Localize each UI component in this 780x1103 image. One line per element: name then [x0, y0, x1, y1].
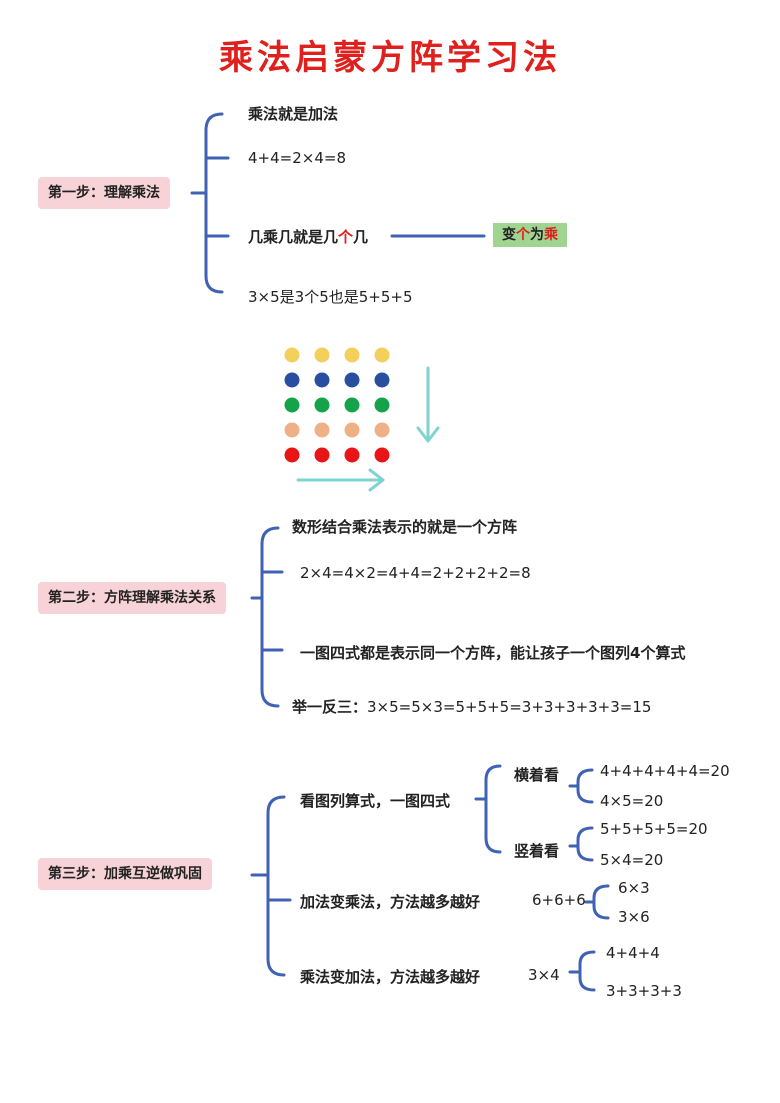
step2-last-label: 举一反三：	[292, 698, 368, 716]
dot-r4-c3	[344, 422, 360, 438]
tag-mid1: 个	[516, 227, 530, 243]
rule-post: 几	[353, 228, 369, 246]
step2-label: 第二步：方阵理解乘法关系	[38, 582, 226, 614]
dot-r1-c4	[374, 347, 390, 363]
branch3-item-1: 4+4+4	[606, 944, 660, 962]
page-title: 乘法启蒙方阵学习法	[219, 38, 561, 78]
rule-pre: 几乘几就是几	[248, 228, 339, 246]
horizontal-item-2: 4×5=20	[600, 792, 664, 810]
step2-bracket	[260, 526, 280, 708]
dot-r3-c2	[314, 397, 330, 413]
dot-r2-c2	[314, 372, 330, 388]
step3-bracket	[266, 795, 286, 977]
dot-r5-c4	[374, 447, 390, 463]
tag-pre: 变	[502, 227, 516, 243]
branch1-bracket	[484, 764, 502, 854]
dot-r3-c3	[344, 397, 360, 413]
step2-item-3: 一图四式都是表示同一个方阵，能让孩子一个图列4个算式	[300, 644, 686, 662]
tag-mid2: 乘	[544, 227, 558, 243]
step2-item-2: 2×4=4×2=4+4=2+2+2+2=8	[300, 564, 531, 582]
dot-r1-c3	[344, 347, 360, 363]
step1-item-2: 4+4=2×4=8	[248, 149, 346, 167]
dot-r2-c3	[344, 372, 360, 388]
dot-r2-c1	[284, 372, 300, 388]
tag-box: 变个为乘	[493, 223, 567, 247]
rule-mid: 个	[338, 228, 354, 246]
branch3-label: 乘法变加法，方法越多越好	[300, 968, 481, 986]
step3-label: 第三步：加乘互逆做巩固	[38, 858, 212, 890]
branch2-expr: 6+6+6	[532, 891, 586, 909]
branch3-expr: 3×4	[528, 966, 560, 984]
branch2-label: 加法变乘法，方法越多越好	[300, 893, 481, 911]
dot-r5-c2	[314, 447, 330, 463]
step2-last-formula: 3×5=5×3=5+5+5=3+3+3+3+3=15	[367, 698, 652, 716]
vertical-item-2: 5×4=20	[600, 851, 664, 869]
step2-item-1: 数形结合乘法表示的就是一个方阵	[292, 518, 518, 536]
dot-r3-c1	[284, 397, 300, 413]
dot-r4-c1	[284, 422, 300, 438]
dot-r3-c4	[374, 397, 390, 413]
horizontal-item-1: 4+4+4+4+4=20	[600, 762, 730, 780]
dot-r2-c4	[374, 372, 390, 388]
step1-item-3: 3×5是3个5也是5+5+5	[248, 288, 413, 306]
tag-post: 为	[530, 227, 544, 243]
branch3-item-2: 3+3+3+3	[606, 982, 682, 1000]
branch2-item-1: 6×3	[618, 879, 650, 897]
horizontal-label: 横着看	[514, 766, 560, 784]
dot-r5-c1	[284, 447, 300, 463]
vertical-label: 竖着看	[514, 842, 560, 860]
step2-item-4: 举一反三：3×5=5×3=5+5+5=3+3+3+3+3=15	[292, 696, 651, 717]
step1-bracket	[204, 112, 224, 294]
vertical-item-1: 5+5+5+5=20	[600, 820, 708, 838]
dot-r1-c1	[284, 347, 300, 363]
step1-label: 第一步：理解乘法	[38, 177, 170, 209]
dot-r5-c3	[344, 447, 360, 463]
step1-rule: 几乘几就是几个几	[248, 226, 368, 247]
dot-r4-c4	[374, 422, 390, 438]
dot-grid	[284, 347, 390, 463]
branch2-item-2: 3×6	[618, 908, 650, 926]
step1-item-1: 乘法就是加法	[248, 105, 339, 123]
dot-r1-c2	[314, 347, 330, 363]
dot-r4-c2	[314, 422, 330, 438]
branch1-label: 看图列算式，一图四式	[300, 792, 451, 810]
